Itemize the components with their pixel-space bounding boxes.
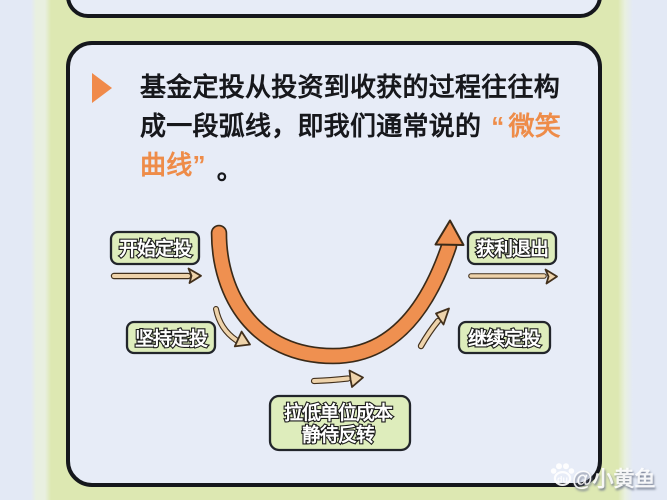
svg-text:继续定投: 继续定投 (468, 327, 541, 350)
svg-text:开始定投: 开始定投 (119, 237, 192, 260)
svg-text:坚持定投: 坚持定投 (135, 327, 208, 350)
svg-text:拉低单位成本: 拉低单位成本 (284, 401, 393, 424)
svg-text:静待反转: 静待反转 (302, 423, 375, 446)
svg-text:du: du (557, 475, 568, 485)
svg-text:获利退出: 获利退出 (476, 237, 548, 260)
